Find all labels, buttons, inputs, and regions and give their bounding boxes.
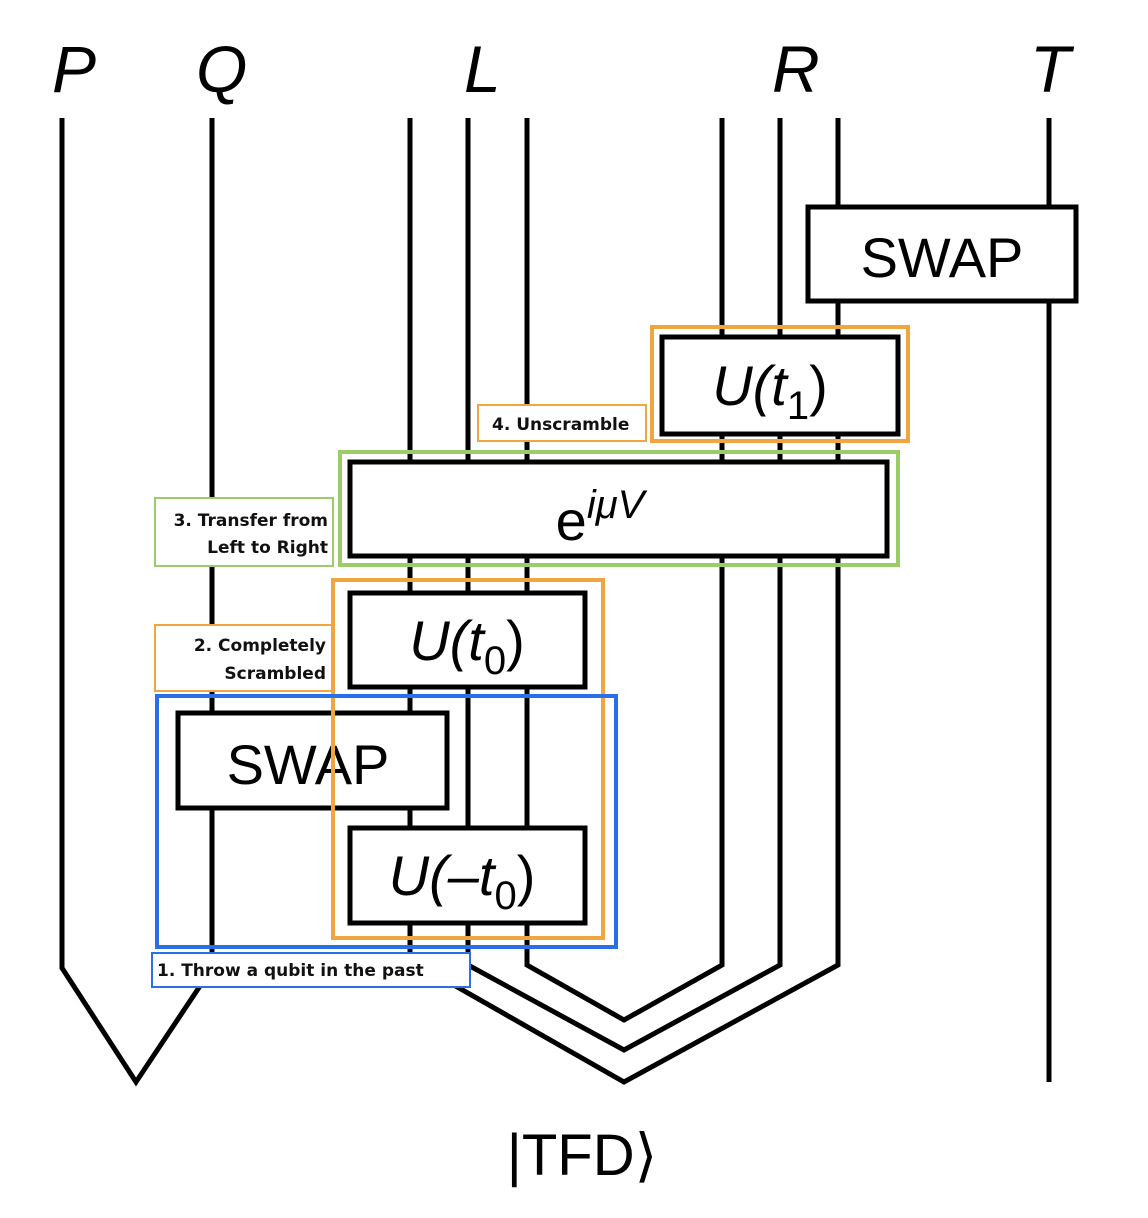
unitary-neg-t0-base: U(–t xyxy=(389,844,497,907)
unitary-neg-t0-label: U(–t0) xyxy=(389,844,536,918)
unitary-t0-base: U(t xyxy=(409,609,486,672)
annotation-step2-line2: Scrambled xyxy=(224,664,326,684)
unitary-neg-t0-box xyxy=(347,825,588,926)
coupling-base: e xyxy=(556,489,587,552)
annotation-step4-box xyxy=(477,404,647,442)
unitary-neg-t0-gate: U(–t0) xyxy=(347,825,588,926)
annotation-step3-line1: 3. Transfer from xyxy=(174,511,328,531)
unitary-t0-box xyxy=(347,590,588,690)
scramble-highlight xyxy=(331,578,605,940)
unitary-t1-close: ) xyxy=(809,354,828,417)
register-label-l: L xyxy=(464,32,501,106)
coupling-box xyxy=(347,459,890,559)
register-label-q: Q xyxy=(196,32,247,106)
annotation-step2-line1: 2. Completely xyxy=(194,636,326,656)
unitary-t1-subscript: 1 xyxy=(787,384,809,428)
transfer-highlight xyxy=(338,450,900,567)
annotation-step1-box xyxy=(151,952,471,988)
wire-p-q-bell-pair xyxy=(59,118,215,1087)
unitary-neg-t0-subscript: 0 xyxy=(494,874,516,918)
annotation-step4: 4. Unscramble xyxy=(477,404,647,442)
annotation-step1: 1. Throw a qubit in the past xyxy=(151,952,471,988)
past-highlight xyxy=(155,694,618,949)
register-label-p: P xyxy=(52,32,96,106)
unitary-t1-base: U(t xyxy=(712,354,789,417)
swap-gate-ql-box xyxy=(175,710,450,811)
unitary-t0-label: U(t0) xyxy=(409,609,525,683)
annotation-step3-box xyxy=(154,497,334,567)
annotation-step3-line2: Left to Right xyxy=(207,538,328,558)
swap-gate-ql: SWAP xyxy=(175,710,450,811)
swap-gate-rt-label: SWAP xyxy=(861,226,1024,289)
unitary-t1-gate: U(t1) xyxy=(650,325,910,443)
unscramble-highlight xyxy=(650,325,910,443)
register-label-t: T xyxy=(1030,32,1075,106)
unitary-t1-label: U(t1) xyxy=(712,354,828,428)
annotation-step4-text: 4. Unscramble xyxy=(492,415,629,435)
swap-gate-rt: SWAP xyxy=(805,204,1079,304)
annotation-step3: 3. Transfer from Left to Right xyxy=(154,497,334,567)
swap-gate-rt-box xyxy=(805,204,1079,304)
unitary-t1-box xyxy=(659,334,901,437)
register-label-r: R xyxy=(772,32,820,106)
coupling-exponent: iμV xyxy=(587,483,648,527)
unitary-t0-subscript: 0 xyxy=(484,639,506,683)
unitary-t0-close: ) xyxy=(506,609,525,672)
tfd-state-label: |TFD⟩ xyxy=(507,1123,657,1188)
coupling-label: eiμV xyxy=(556,483,648,552)
annotation-step1-text: 1. Throw a qubit in the past xyxy=(157,961,424,981)
unitary-t0-gate: U(t0) xyxy=(347,590,588,690)
annotation-step2: 2. Completely Scrambled xyxy=(154,624,334,692)
swap-gate-ql-label: SWAP xyxy=(227,733,390,796)
coupling-gate: eiμV xyxy=(338,450,900,567)
unitary-neg-t0-close: ) xyxy=(517,844,536,907)
